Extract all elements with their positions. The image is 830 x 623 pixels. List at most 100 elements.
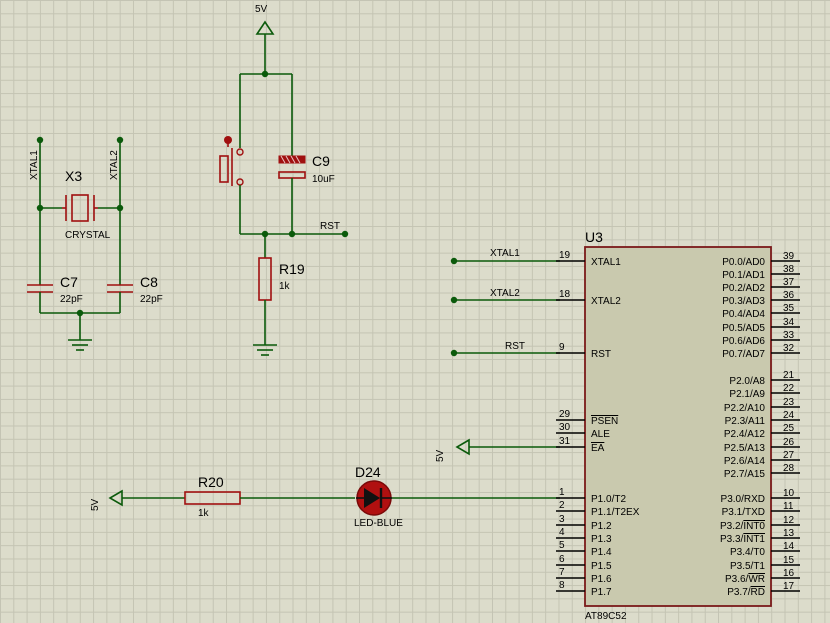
pin-name: P0.4/AD4 (722, 309, 765, 320)
pin-number: 17 (783, 581, 795, 592)
pin-number: 22 (783, 383, 795, 394)
rst-net-label-mcu: RST (505, 341, 525, 352)
pin-name: P1.7 (591, 587, 612, 598)
resistor-r20[interactable] (184, 491, 241, 505)
c9-ref: C9 (312, 153, 330, 169)
led-ref: D24 (355, 464, 381, 480)
ground-symbol-crystal (68, 339, 92, 351)
mcu-pin-8[interactable]: 8P1.7 (556, 580, 612, 598)
pin-number: 38 (783, 264, 795, 275)
pin-name: P1.3 (591, 534, 612, 545)
pin-number: 18 (559, 289, 571, 300)
pin-name: P0.2/AD2 (722, 283, 765, 294)
pin-number: 39 (783, 251, 795, 262)
pin-number: 26 (783, 437, 795, 448)
pin-name: P1.5 (591, 561, 612, 572)
mcu-pin-4[interactable]: 4P1.3 (556, 527, 612, 545)
pin-name: P3.6/WR (725, 574, 765, 585)
led-value: LED-BLUE (354, 518, 403, 529)
mcu-pin-1[interactable]: 1P1.0/T2 (556, 487, 626, 505)
crystal-ref: X3 (65, 168, 82, 184)
mcu-pin-7[interactable]: 7P1.6 (556, 567, 612, 585)
pin-name: XTAL1 (591, 257, 621, 268)
pin-name: P3.5/T1 (730, 561, 765, 572)
pin-name: P1.1/T2EX (591, 507, 640, 518)
led-d24[interactable] (356, 480, 392, 516)
crystal-circuit: XTAL1 XTAL2 X3 CRYSTAL C7 22pF C8 22pF (27, 136, 163, 351)
pin-name: P2.6/A14 (724, 456, 766, 467)
pin-name: P2.5/A13 (724, 443, 766, 454)
capacitor-c8[interactable] (107, 284, 133, 293)
pin-name: P0.3/AD3 (722, 296, 765, 307)
pin-name: P3.3/INT1 (720, 534, 765, 545)
c7-value: 22pF (60, 294, 83, 305)
pin-number: 29 (559, 409, 571, 420)
mcu-right-pins: 39P0.0/AD038P0.1/AD137P0.2/AD236P0.3/AD3… (720, 251, 800, 598)
pin-number: 2 (559, 500, 565, 511)
pin-name: P3.1/TXD (722, 507, 765, 518)
pin-number: 3 (559, 514, 565, 525)
mcu-u3[interactable]: U3 AT89C52 (584, 229, 772, 622)
vcc-led-label: 5V (90, 498, 101, 511)
pin-number: 35 (783, 303, 795, 314)
capacitor-c9[interactable] (278, 155, 306, 179)
mcu-pin-5[interactable]: 5P1.4 (556, 540, 612, 558)
pin-number: 24 (783, 410, 795, 421)
mcu-pin-6[interactable]: 6P1.5 (556, 554, 612, 572)
pin-name: P1.6 (591, 574, 612, 585)
crystal-value: CRYSTAL (65, 230, 111, 241)
pin-name: P3.4/T0 (730, 547, 765, 558)
capacitor-c7[interactable] (27, 284, 53, 293)
power-symbol-top (255, 20, 275, 74)
pin-number: 33 (783, 330, 795, 341)
pin-name: P1.4 (591, 547, 612, 558)
mcu-pin-2[interactable]: 2P1.1/T2EX (556, 500, 640, 518)
reset-push-button[interactable] (219, 136, 244, 186)
xtal2-net-label: XTAL2 (109, 150, 120, 180)
pin-name: P0.0/AD0 (722, 257, 765, 268)
c8-ref: C8 (140, 274, 158, 290)
crystal-x3[interactable] (62, 194, 98, 222)
xtal1-net-label: XTAL1 (29, 150, 40, 180)
pin-number: 36 (783, 290, 795, 301)
resistor-r19[interactable] (258, 257, 272, 301)
xtal2-net-label-mcu: XTAL2 (490, 288, 520, 299)
pin-number: 31 (559, 436, 571, 447)
pin-name: PSEN (591, 416, 618, 427)
pin-name: P0.6/AD6 (722, 336, 765, 347)
mcu-pin-3[interactable]: 3P1.2 (556, 514, 612, 532)
pin-number: 37 (783, 277, 795, 288)
